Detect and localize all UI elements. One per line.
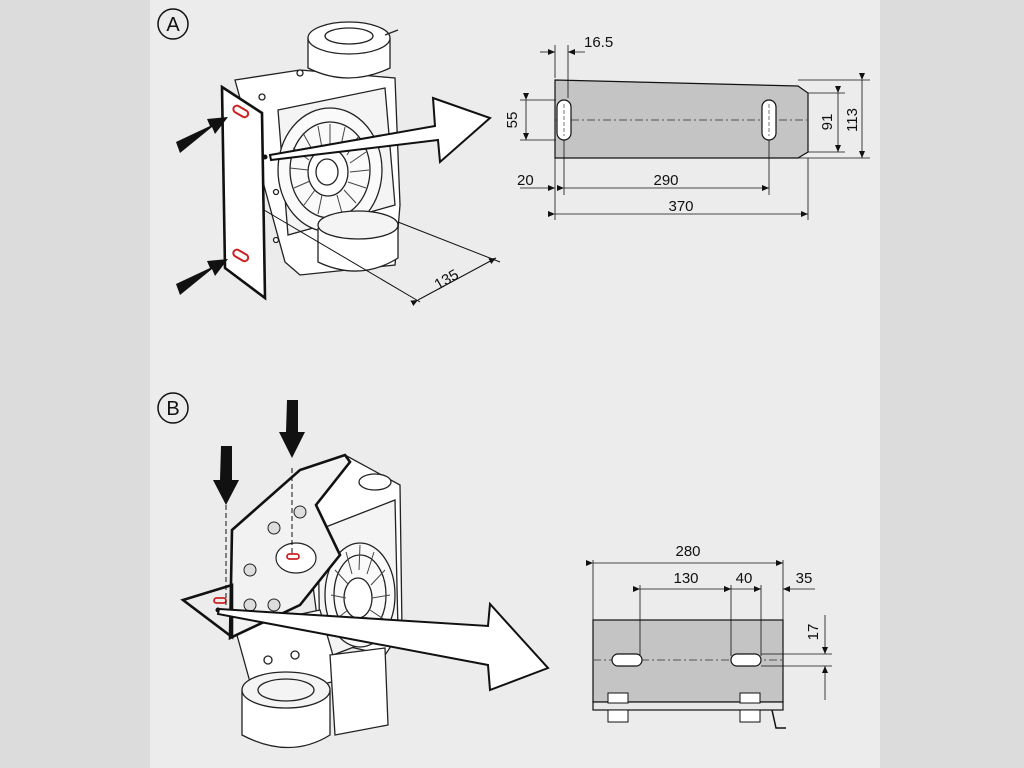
top-view-a: 16.5 55 91 113 20 290 370 xyxy=(504,34,870,220)
figure-a-badge xyxy=(157,8,189,40)
bolt-2-b xyxy=(293,505,307,519)
nut-right-top-b xyxy=(739,692,761,704)
bolt-4-b xyxy=(267,598,281,612)
mounting-slot-top-a xyxy=(232,104,250,119)
dim-outer-height-a: 113 xyxy=(844,108,861,132)
mounting-plate-a xyxy=(220,84,267,301)
figure-a: A xyxy=(157,8,870,306)
nut-left-top-b xyxy=(607,692,629,704)
dim-hole-height-a: 55 xyxy=(504,112,521,129)
plate-center-hole-b xyxy=(275,542,317,574)
base-rail-b xyxy=(592,701,784,711)
side-view-b: 280 130 40 35 17 xyxy=(586,543,832,729)
dim-plate-length-b: 280 xyxy=(675,543,700,560)
plate-reference-point-a xyxy=(262,154,268,160)
projection-arrow-a xyxy=(268,96,492,165)
dim-edge-offset-a: 20 xyxy=(517,172,534,189)
mounting-slot-bottom-a xyxy=(232,248,250,263)
mounting-slot-center-b xyxy=(286,553,300,560)
insertion-arrow-right-b xyxy=(279,400,305,458)
bolt-1-b xyxy=(267,521,281,535)
bolt-3-b xyxy=(243,563,257,577)
projection-arrow-b xyxy=(216,601,550,692)
figure-b-badge xyxy=(157,392,189,424)
dim-inner-height-a: 91 xyxy=(819,114,836,131)
dim-hole-spacing-b: 130 xyxy=(673,570,698,587)
depth-dimension-a xyxy=(263,209,501,306)
insertion-arrow-top-a xyxy=(176,117,228,153)
insertion-arrow-left-b xyxy=(213,446,239,505)
mounting-slot-left-b xyxy=(213,597,227,604)
insertion-arrow-bottom-a xyxy=(176,259,228,295)
dim-plate-length-a: 370 xyxy=(668,198,693,215)
dim-slot-length-b: 40 xyxy=(736,570,753,587)
slot-right-b xyxy=(730,653,762,667)
dim-offset-top-a: 16.5 xyxy=(584,34,613,51)
nut-left-bottom-b xyxy=(607,709,629,723)
slot-left-b xyxy=(611,653,643,667)
nut-right-bottom-b xyxy=(739,709,761,723)
dim-edge-offset-b: 35 xyxy=(796,570,813,587)
bracket-hook-b xyxy=(771,709,786,729)
dim-hole-spacing-a: 290 xyxy=(653,172,678,189)
figure-b-label: B xyxy=(166,398,179,420)
dim-hole-height-b: 17 xyxy=(805,624,822,641)
figure-a-label: A xyxy=(166,14,180,36)
bolt-5-b xyxy=(243,598,257,612)
figure-b: B xyxy=(157,392,832,749)
